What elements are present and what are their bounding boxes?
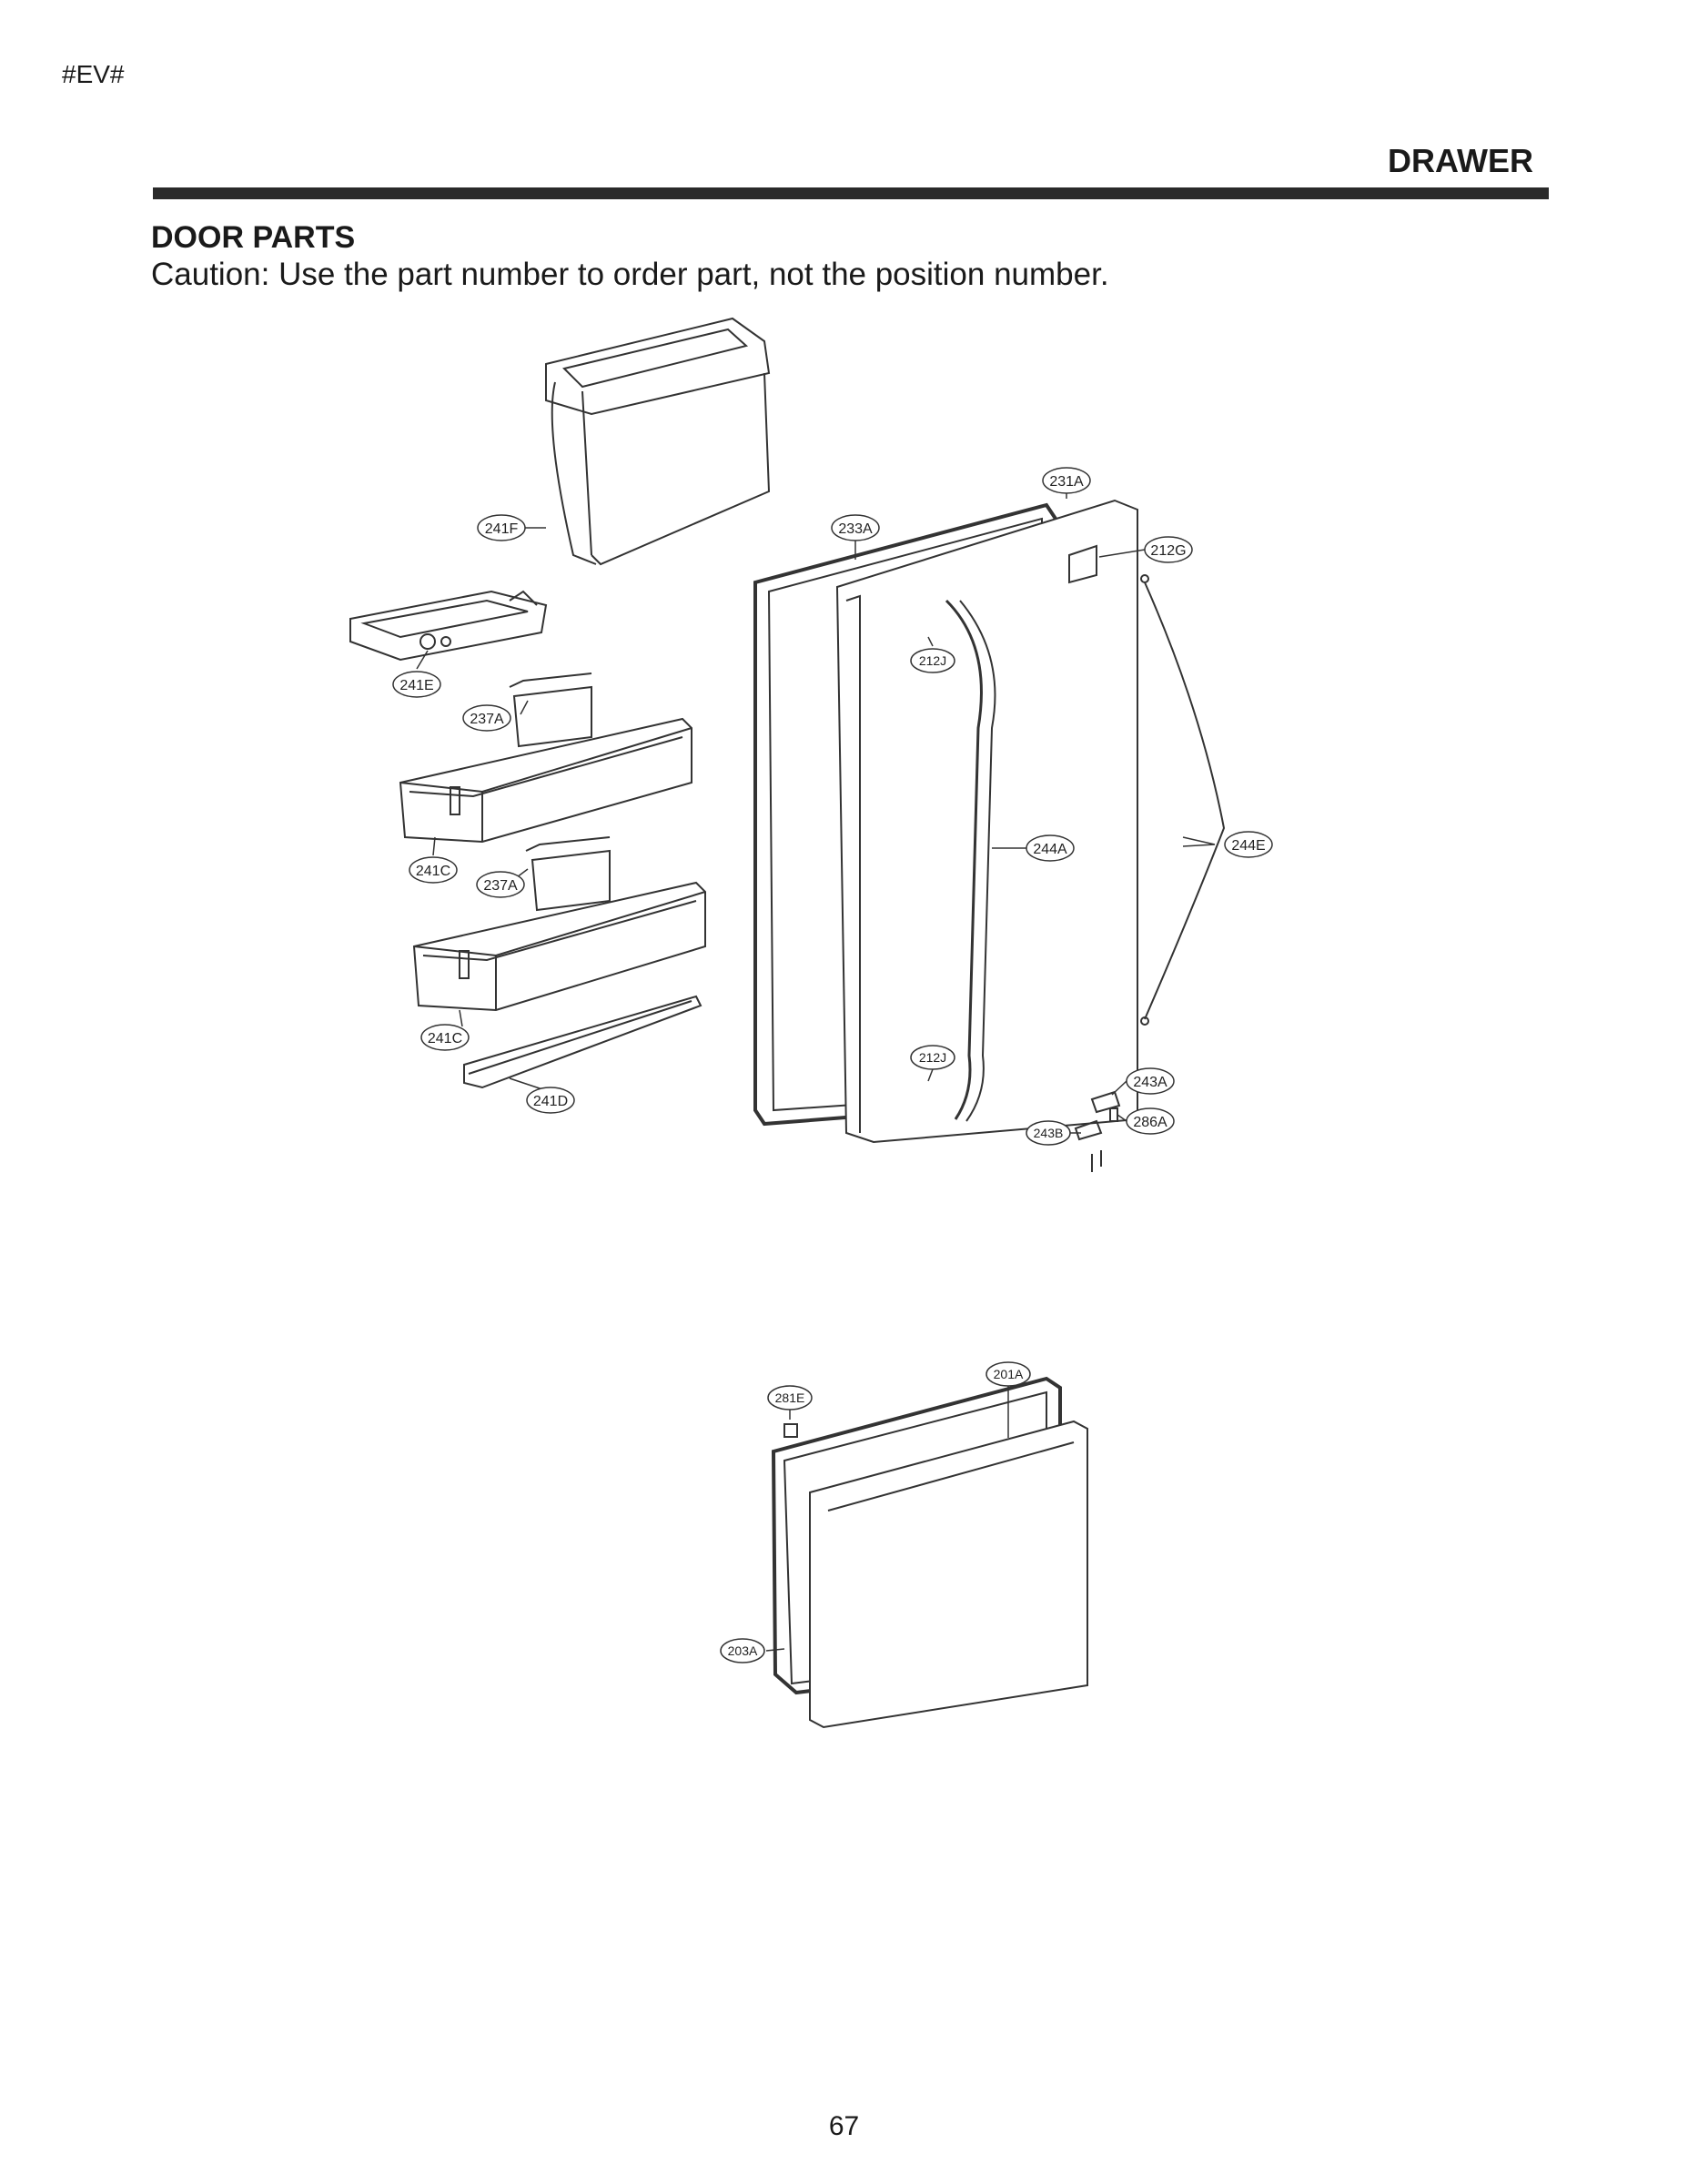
page-number: 67: [828, 2111, 860, 2141]
part-241f-bin: [545, 317, 771, 566]
callout-243b: 243B: [1034, 1126, 1064, 1140]
section-title: DRAWER: [1388, 142, 1533, 179]
part-241c-bin-2: [412, 881, 706, 1012]
part-237a-divider-1: [509, 672, 592, 748]
callout-241c-1: 241C: [416, 864, 450, 879]
header-rule: [153, 187, 1549, 199]
callout-231a: 231A: [1049, 474, 1084, 490]
part-237a-divider-2: [525, 836, 611, 912]
callout-241d: 241D: [533, 1094, 568, 1109]
callout-201a: 201A: [994, 1367, 1024, 1381]
callout-243a: 243A: [1133, 1075, 1167, 1090]
callout-212j-bottom: 212J: [919, 1050, 946, 1065]
part-241c-bin-1: [399, 717, 692, 844]
page-title: DOOR PARTS: [151, 220, 356, 255]
callout-241c-2: 241C: [428, 1031, 462, 1046]
part-244a-door: [835, 499, 1138, 1144]
callout-203a: 203A: [728, 1643, 758, 1658]
callout-281e: 281E: [775, 1390, 805, 1405]
callout-212g: 212G: [1150, 543, 1186, 559]
callout-241e: 241E: [399, 678, 433, 693]
part-201a-drawer-door: [771, 1376, 1088, 1729]
part-241d-bar: [463, 995, 702, 1089]
caution-note: Caution: Use the part number to order pa…: [151, 257, 1109, 292]
document-code: #EV#: [62, 60, 125, 88]
callout-241f: 241F: [485, 521, 519, 537]
callout-233a: 233A: [838, 521, 873, 537]
callout-237a-1: 237A: [470, 712, 504, 727]
part-241e-tray: [349, 590, 548, 662]
callout-244e: 244E: [1231, 838, 1265, 854]
callout-212j-top: 212J: [919, 653, 946, 668]
part-244e-cable: [1140, 574, 1226, 1026]
callout-244a: 244A: [1033, 842, 1067, 857]
part-243-hinge: [1074, 1090, 1121, 1172]
callout-286a: 286A: [1133, 1115, 1167, 1130]
callout-237a-2: 237A: [483, 878, 518, 894]
